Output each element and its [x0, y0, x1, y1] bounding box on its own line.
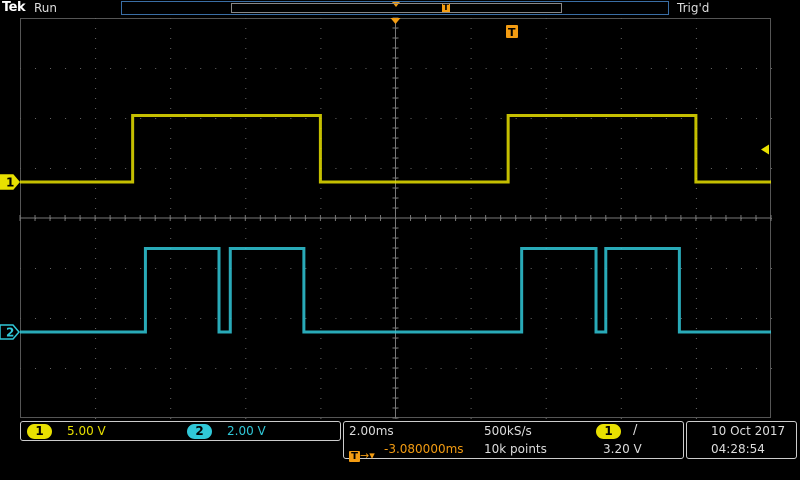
ch1-ground-marker-shape [0, 174, 20, 190]
time-display: 04:28:54 [711, 442, 765, 456]
horizontal-position[interactable]: -3.080000ms [384, 442, 464, 456]
ch2-ground-marker-label: 2 [6, 326, 14, 340]
trigger-source-badge[interactable]: 1 [596, 424, 621, 439]
tek-logo: Tek [2, 0, 26, 15]
record-window[interactable] [231, 3, 562, 13]
trigger-level-arrow-icon [761, 144, 769, 155]
ch1-trace [20, 114, 771, 184]
trace-group [20, 114, 771, 334]
ch2-ground-marker-shape [0, 324, 20, 340]
waveform-display[interactable]: 1 2 T [0, 0, 800, 420]
sample-rate: 500kS/s [484, 424, 532, 438]
expansion-point-icon [390, 18, 401, 24]
run-status[interactable]: Run [34, 1, 58, 15]
graticule [19, 17, 772, 419]
ch2-scale[interactable]: 2.00 V [227, 424, 266, 438]
channel-scale-panel[interactable]: 1 5.00 V 2 2.00 V [20, 421, 341, 441]
record-center-icon [392, 2, 400, 7]
trigger-t-icon: T [349, 451, 360, 462]
trigger-position-label: T [508, 26, 516, 39]
record-view-bar[interactable]: T [121, 1, 669, 15]
trigger-position-icon [506, 25, 518, 38]
timebase-scale[interactable]: 2.00ms [349, 424, 394, 438]
date-display: 10 Oct 2017 [711, 424, 786, 438]
datetime-panel: 10 Oct 2017 04:28:54 [686, 421, 797, 459]
acquisition-panel[interactable]: 2.00ms 500kS/s 1 / T→▾ -3.080000ms 10k p… [343, 421, 684, 462]
ch2-ground-marker: 2 [0, 324, 20, 340]
ch2-trace [20, 247, 771, 334]
ch1-scale[interactable]: 5.00 V [67, 424, 106, 438]
record-trigger-icon: T [442, 3, 450, 13]
ch1-ground-marker: 1 [0, 174, 20, 190]
rising-edge-icon[interactable]: / [633, 423, 638, 438]
trigger-level[interactable]: 3.20 V [603, 442, 642, 456]
ch2-badge[interactable]: 2 [187, 424, 212, 439]
trigger-position-icon: T→▾ [349, 444, 375, 463]
record-length[interactable]: 10k points [484, 442, 547, 456]
marker-group: 1 2 T [0, 18, 769, 340]
trigger-status: Trig'd [677, 1, 710, 15]
status-bar: Tek Run T Trig'd [0, 0, 800, 17]
ch1-badge[interactable]: 1 [27, 424, 52, 439]
ch1-ground-marker-label: 1 [6, 176, 14, 190]
